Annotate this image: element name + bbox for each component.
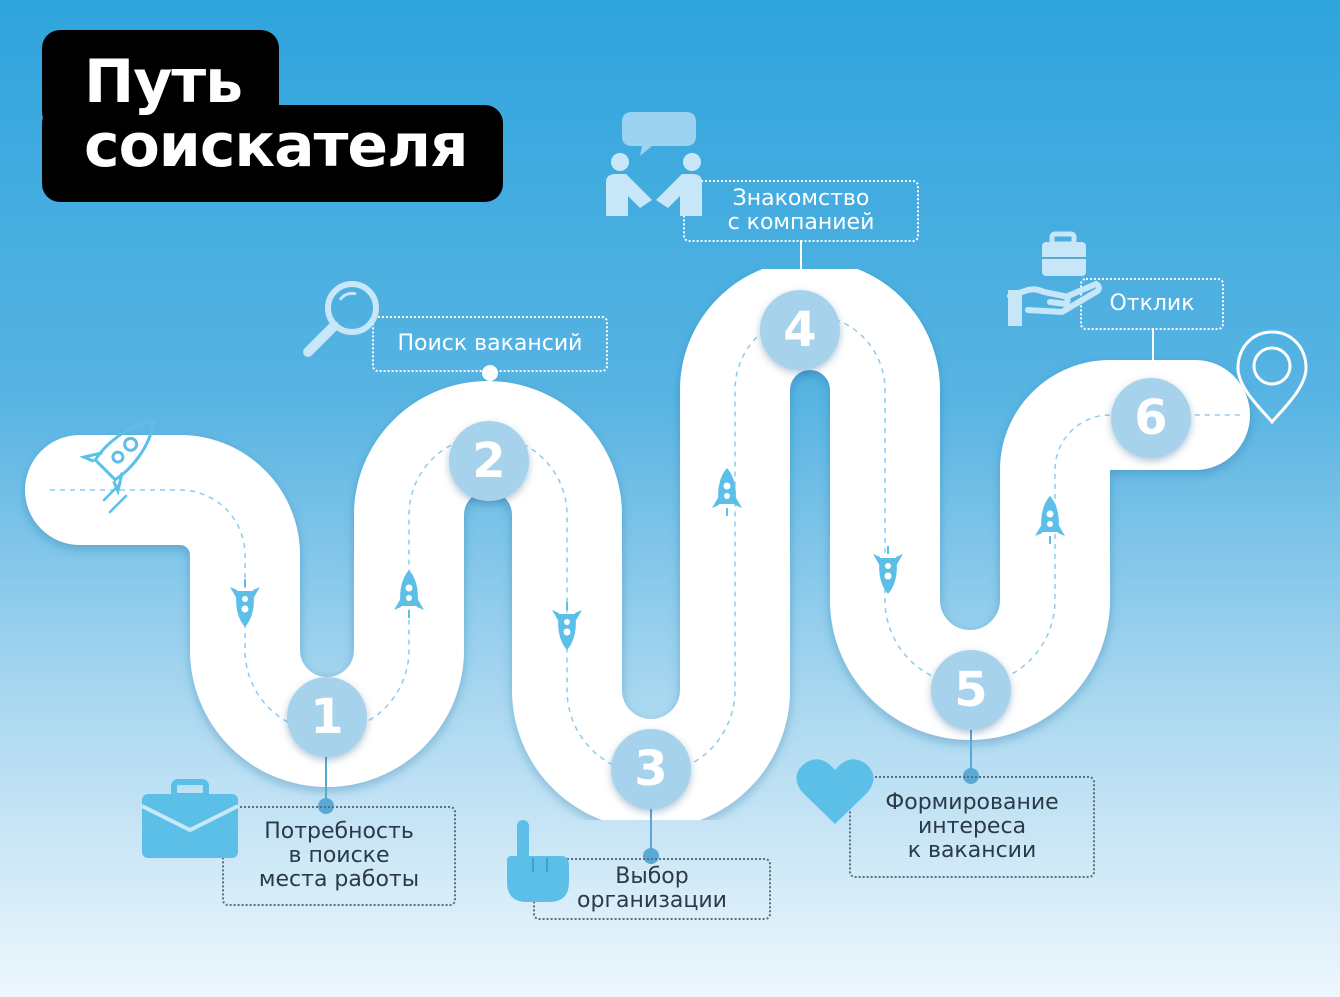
magnifier-icon: [303, 281, 379, 357]
step-6-label: Отклик: [1080, 278, 1224, 330]
connector-dot-3: [643, 848, 659, 864]
connector-4: [800, 240, 802, 292]
title-box-bottom: [42, 105, 503, 202]
step-6-number: 6: [1111, 378, 1191, 458]
road-band: [25, 260, 1250, 829]
connector-5: [970, 730, 972, 776]
rocket-icon: [79, 420, 155, 496]
mini-rocket-icon: [873, 546, 903, 594]
step-3-label: Выбор организации: [533, 858, 771, 920]
connector-3: [650, 808, 652, 856]
step-5-number: 5: [931, 650, 1011, 730]
connector-6: [1152, 328, 1154, 378]
step-4-label: Знакомство с компанией: [683, 180, 919, 242]
handshake-icon: [606, 112, 702, 216]
location-pin-icon: [1236, 330, 1308, 425]
mini-rocket-icon: [394, 570, 424, 618]
connector-1: [325, 756, 327, 806]
connector-2: [489, 372, 491, 420]
rocket-speed-lines: [102, 482, 128, 514]
mini-rockets: [230, 468, 1065, 650]
page-title: Путь соискателя: [84, 47, 469, 181]
step-4-number: 4: [760, 290, 840, 370]
step-3-number: 3: [611, 729, 691, 809]
step-2-label: Поиск вакансий: [372, 316, 608, 372]
title-line-1: Путь: [84, 47, 243, 117]
mini-rocket-icon: [230, 579, 260, 627]
heart-icon: [796, 759, 874, 824]
briefcase-icon: [142, 779, 238, 858]
mini-rocket-icon: [1035, 496, 1065, 544]
mini-rocket-icon: [712, 468, 742, 516]
step-1-number: 1: [287, 677, 367, 757]
connector-dot-2: [482, 365, 498, 381]
pointing-hand-icon: [507, 820, 569, 902]
title-line-2: соискателя: [84, 111, 469, 181]
hand-with-case-icon: [1007, 231, 1102, 326]
mini-rocket-icon: [552, 602, 582, 650]
step-2-number: 2: [449, 421, 529, 501]
step-5-label: Формирование интереса к вакансии: [849, 776, 1095, 878]
step-1-label: Потребность в поиске места работы: [222, 806, 456, 906]
